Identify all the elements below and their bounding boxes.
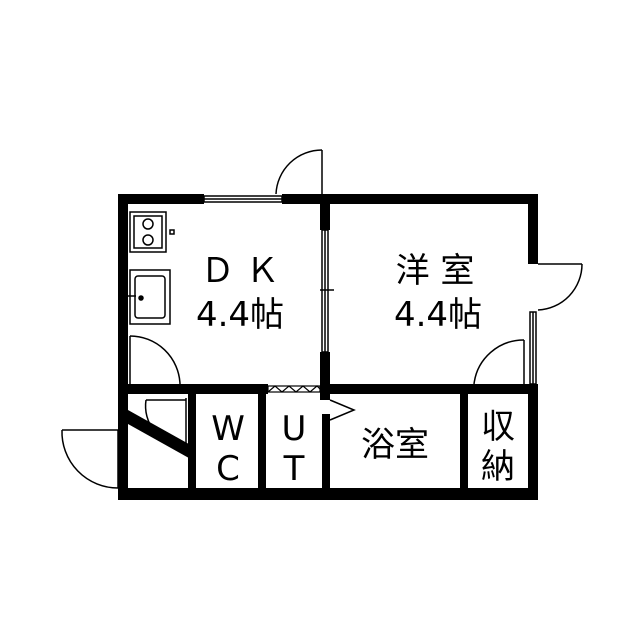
wall-bath-storage (460, 394, 468, 494)
wall-wc-left (188, 394, 196, 494)
room-western-size: 4.4帖 (393, 295, 483, 335)
room-ut-line1: U (281, 409, 307, 449)
room-wc-line1: W (211, 409, 245, 449)
kitchen-stove (129, 211, 175, 253)
room-wc-line2: C (216, 449, 240, 489)
door-western-arc (473, 339, 525, 385)
door-wc-arc (144, 399, 187, 447)
interior-walls (128, 194, 538, 494)
wall-wc-ut (258, 394, 266, 494)
door-top-arc (275, 149, 323, 195)
door-swings (61, 149, 583, 489)
wall-left (118, 194, 128, 500)
door-dk-arc (129, 335, 181, 385)
room-ut-line2: T (283, 449, 305, 489)
room-dk-size: 4.4帖 (195, 295, 285, 335)
wall-dk-western (320, 194, 330, 230)
room-storage-line2: 納 (481, 447, 515, 487)
room-storage-line1: 収 (481, 407, 515, 447)
wall-top-left (118, 194, 204, 204)
door-entrance-arc (61, 429, 119, 489)
room-bath-name: 浴室 (361, 425, 429, 465)
wall-horizontal-mid-left (128, 384, 268, 394)
sliding-door-dk-western (320, 229, 334, 353)
kitchen-sink (128, 269, 171, 325)
wall-horizontal-mid-right (320, 384, 538, 394)
wall-ut-bath (322, 414, 330, 494)
wall-dk-western-lower (320, 352, 330, 400)
windows (203, 195, 537, 385)
wall-right-bottom (528, 384, 538, 500)
wall-top-right (328, 194, 538, 204)
room-dk-name: Ｄ Ｋ (200, 251, 280, 291)
wall-right-top (528, 194, 538, 264)
door-right-arc (537, 263, 583, 311)
wall-entrance-diagonal (128, 410, 196, 462)
folding-door-ut (267, 385, 321, 393)
room-western-name: 洋 室 (395, 251, 475, 291)
door-bath-marker (329, 399, 356, 421)
wall-top-mid (282, 194, 328, 204)
